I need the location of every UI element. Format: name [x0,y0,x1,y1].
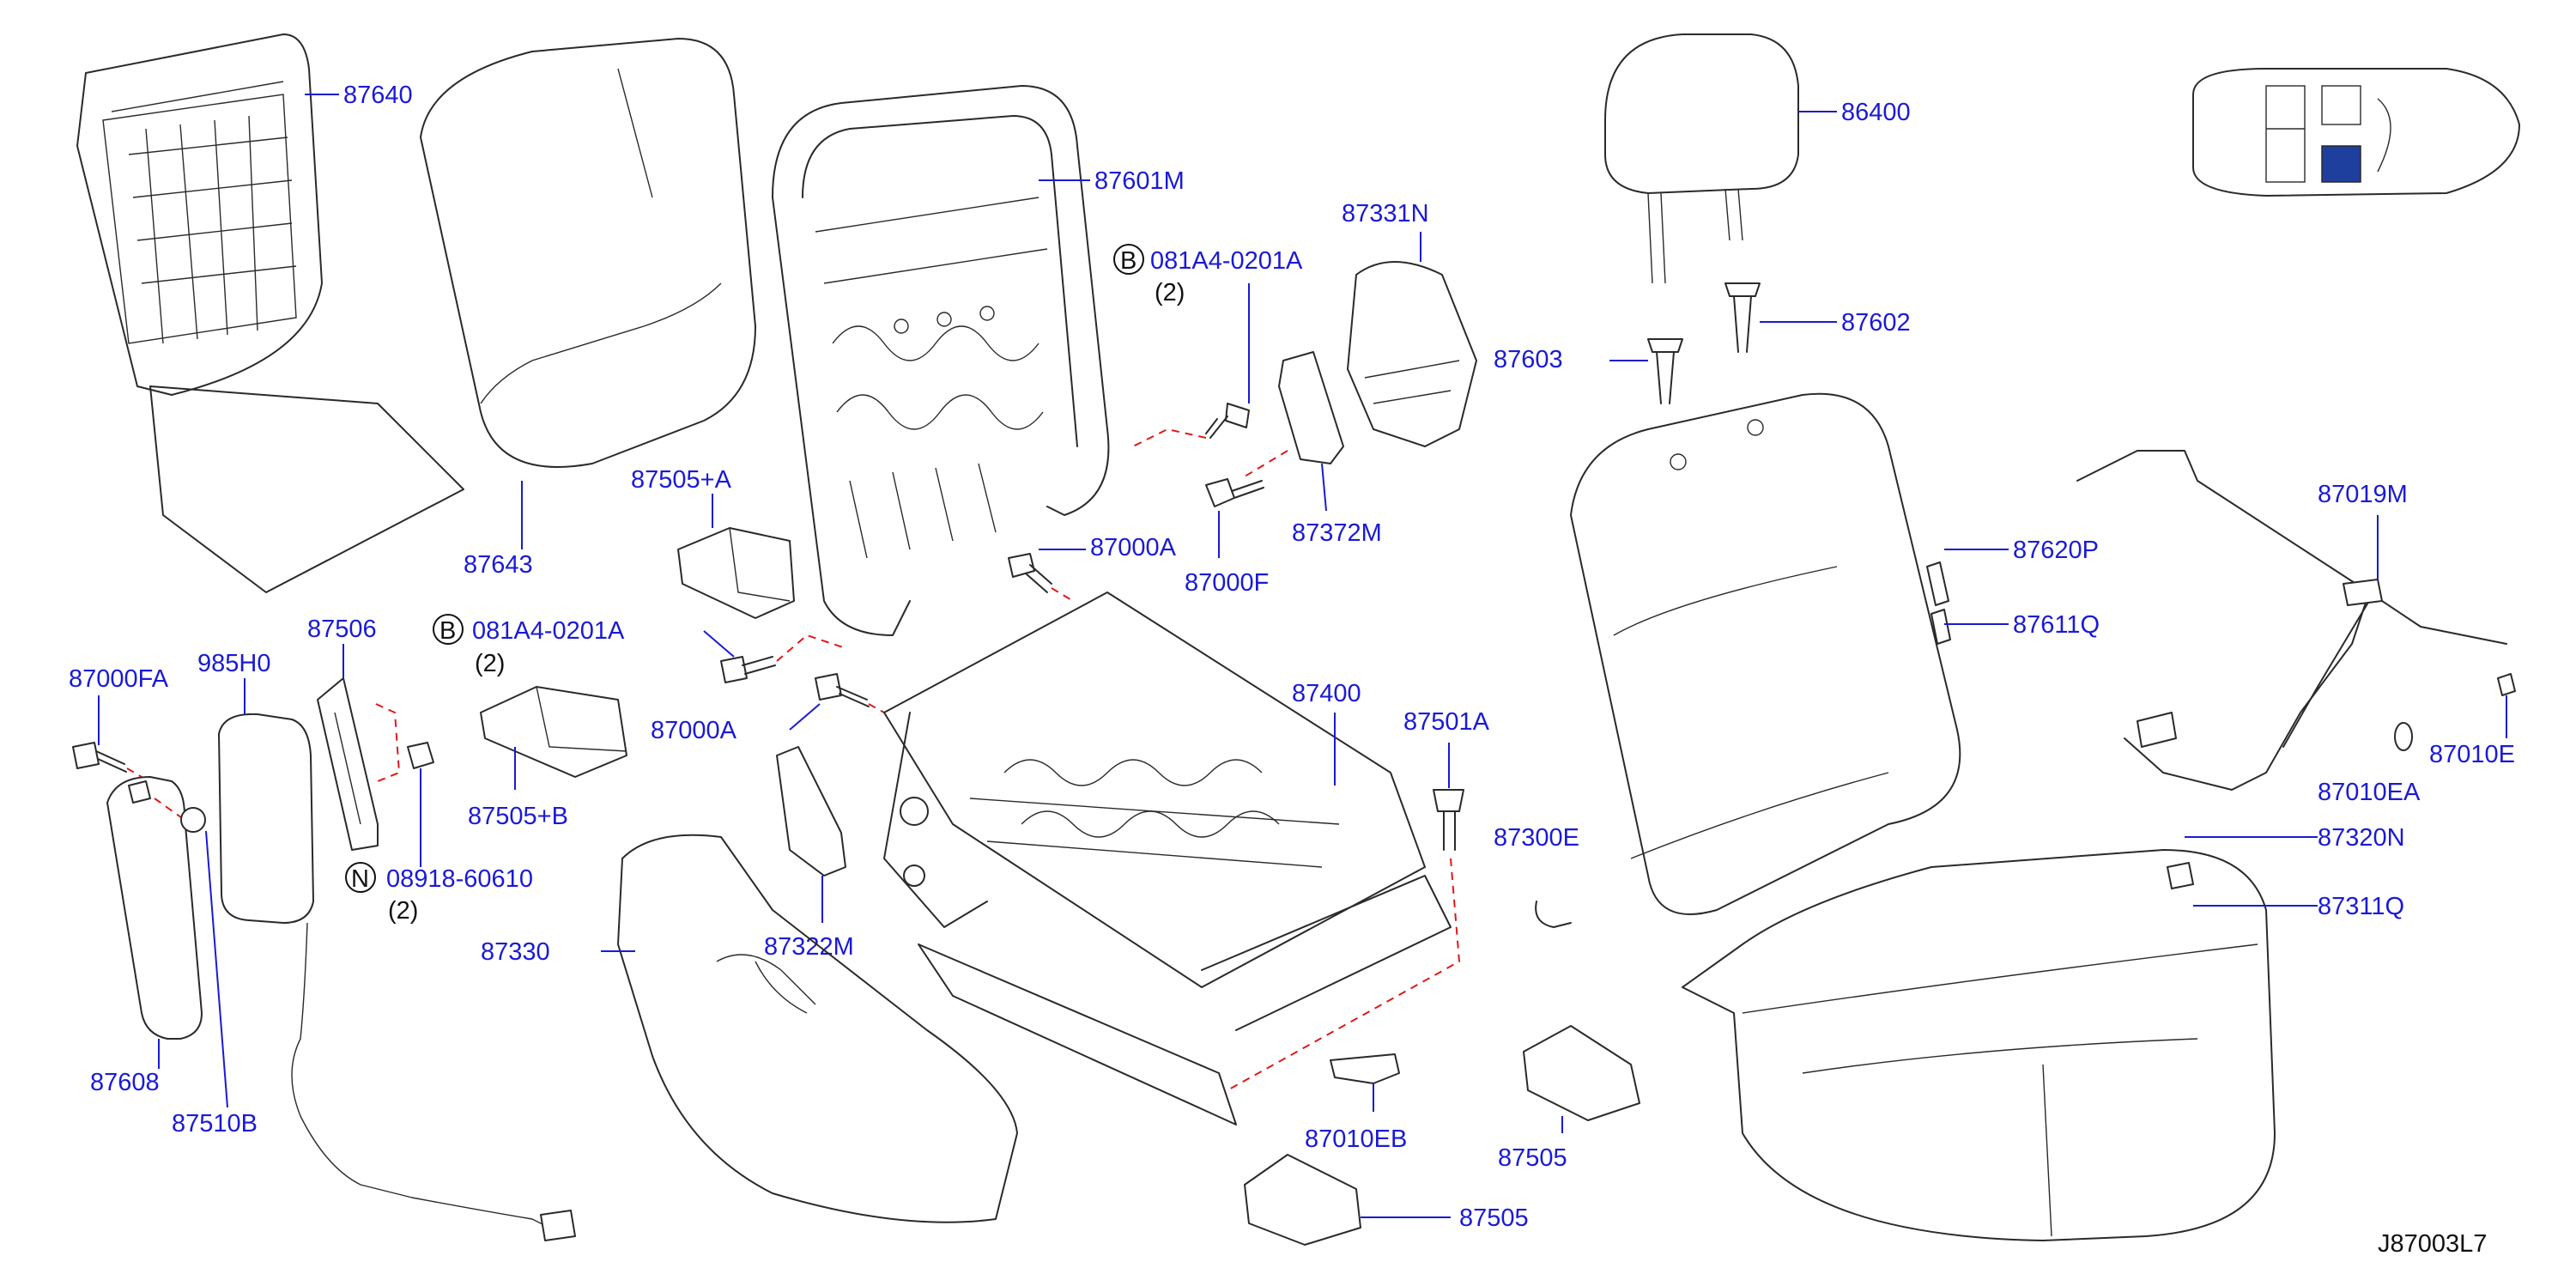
label-87010EA: 87010EA [2318,779,2421,806]
label-87611Q: 87611Q [2013,611,2100,639]
airbag-985H0 [218,713,576,1241]
label-08918: 08918-60610 [386,865,533,893]
cover-87505B [480,686,627,778]
trim-87331N [1347,261,1477,447]
dash-081A4-top [1132,428,1207,447]
label-87505A: 87505+A [631,466,732,494]
label-87643: 87643 [464,551,533,579]
label-87010EB: 87010EB [1305,1125,1407,1153]
vehicle-location-icon [2192,68,2520,197]
leader-87000A-left [703,630,735,658]
bracket-87506 [317,677,379,851]
label-87400: 87400 [1292,680,1361,707]
dash-87000A-top [1051,587,1074,602]
cover-87505A [677,527,795,619]
dash-87000A-left [776,634,846,662]
label-86400: 86400 [1841,99,1911,126]
clip-87010E [2497,673,2516,696]
clip-87300E [1535,901,1572,928]
bolt-87000A-top [1008,553,1052,593]
label-87010E: 87010E [2429,741,2515,768]
cover-87608 [106,776,203,1040]
leader-87372M [1321,463,1327,512]
cover-87505-right [1523,1025,1640,1121]
label-87602: 87602 [1841,309,1911,337]
clip-87010EB [1330,1053,1400,1084]
cover-87505-bottom [1244,1154,1361,1246]
letter-b-mid: B [439,617,456,645]
label-87000F: 87000F [1185,569,1269,597]
bolt-symbol-b-mid [433,614,464,645]
bracket-87322M [776,746,846,877]
dash-87506 [375,703,401,782]
label-87000FA: 87000FA [69,665,169,693]
seat-cushion [1682,849,2276,1241]
label-87000A-mid: 87000A [651,717,737,744]
label-87501A: 87501A [1403,708,1490,736]
label-87505-a: 87505 [1498,1144,1567,1172]
leader-87000A-mid [789,703,821,731]
harness-87019M [2076,450,2507,791]
label-87331N: 87331N [1342,200,1429,228]
qty-081A4-mid: (2) [475,650,505,677]
seatback-board-87640 [76,33,464,593]
clip-87010EA [2394,722,2413,751]
side-shield-87330 [617,834,1018,1223]
bolt-87501A [1433,789,1464,851]
bolt-symbol-b-top [1113,244,1144,275]
label-985H0: 985H0 [197,650,270,677]
label-87510B: 87510B [172,1110,258,1138]
label-87372M: 87372M [1292,519,1382,547]
bolt-87000A-mid [815,673,870,707]
dash-87372M [1244,450,1288,477]
qty-08918: (2) [388,897,418,925]
bolt-87000A-left [720,656,776,683]
label-87330: 87330 [481,938,550,966]
letter-n: N [351,865,369,893]
selected-seat-highlight [2321,145,2361,183]
guide-87602 [1724,282,1761,353]
headrest-86400 [1604,33,1799,284]
label-87019M: 87019M [2318,481,2408,508]
label-081A4-mid: 081A4-0201A [472,617,625,645]
seatback-frame-87601M [772,85,1110,636]
bolt-87000F [1205,478,1264,507]
qty-081A4-top: (2) [1155,279,1185,306]
label-87320N: 87320N [2318,824,2405,852]
label-87000A-top: 87000A [1090,534,1177,561]
dash-87000A-mid [868,703,885,713]
label-87505B: 87505+B [468,803,568,830]
dash-87000FA [126,767,142,778]
dash-87608 [154,798,185,821]
label-87300E: 87300E [1494,824,1579,852]
bolt-081A4-top [1205,403,1250,439]
leader-87510B [205,830,228,1108]
label-87640: 87640 [343,82,413,109]
label-87311Q: 87311Q [2318,893,2404,920]
label-87601M: 87601M [1094,167,1185,195]
cushion-frame-87400 [883,592,1452,1125]
label-87608: 87608 [90,1069,160,1096]
nut-08918 [407,742,434,769]
clip-87320N [2167,862,2194,889]
guide-87603 [1647,338,1683,404]
spacer-87510B [180,807,206,833]
label-87506: 87506 [307,616,377,643]
seatback-cover-87643 [420,38,756,468]
letter-b-top: B [1120,247,1136,275]
nut-symbol-n [345,862,376,893]
diagram-code: J87003L7 [2378,1230,2487,1258]
label-87620P: 87620P [2013,537,2099,564]
label-87603: 87603 [1494,346,1563,373]
label-87505-b: 87505 [1459,1204,1529,1232]
clip-87620P [1926,561,1951,645]
label-081A4-top: 081A4-0201A [1150,247,1303,275]
bolt-87000FA [72,742,127,773]
seatback-trim [1570,392,1961,915]
trim-87372M [1278,351,1344,464]
dash-rail [1227,858,1461,1091]
